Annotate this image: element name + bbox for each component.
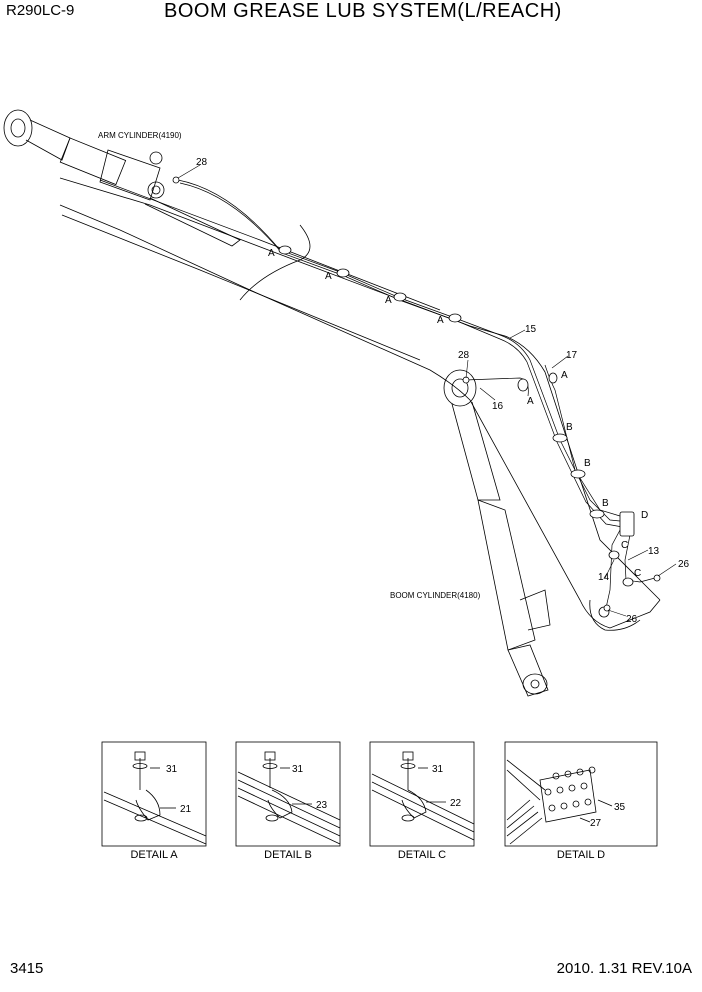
- detail-d-part-2: 27: [590, 818, 602, 829]
- page-number: 3415: [10, 960, 44, 977]
- detail-b-part-2: 23: [316, 800, 328, 811]
- callout-15: 15: [525, 324, 537, 335]
- page-title: BOOM GREASE LUB SYSTEM(L/REACH): [164, 0, 562, 22]
- detail-b-drawing: [235, 741, 341, 847]
- callout-28-boom: 28: [458, 350, 470, 361]
- hose-clamps: [172, 176, 661, 612]
- boom-cylinder: [443, 369, 551, 697]
- view-letter-b-1: B: [566, 422, 573, 433]
- callout-14: 14: [598, 572, 610, 583]
- detail-c-part-1: 31: [432, 764, 444, 775]
- leader-lines: [177, 164, 677, 617]
- callout-26-nose: 26: [626, 614, 638, 625]
- detail-a-part-1: 31: [166, 764, 178, 775]
- callout-26-right: 26: [678, 559, 690, 570]
- view-letter-a-2: A: [325, 271, 332, 282]
- grease-hose-lines: [177, 179, 656, 609]
- arm-cylinder: [3, 109, 241, 247]
- revision-date: 2010. 1.31 REV.10A: [556, 960, 692, 977]
- callout-13: 13: [648, 546, 660, 557]
- detail-b-caption: DETAIL B: [264, 849, 312, 861]
- callout-16: 16: [492, 401, 504, 412]
- detail-d-drawing: [504, 741, 658, 847]
- view-letter-b-3: B: [602, 498, 609, 509]
- callout-17: 17: [566, 350, 578, 361]
- callout-28-arm: 28: [196, 157, 208, 168]
- boom-outline: [59, 177, 661, 631]
- view-letter-c-1: C: [621, 540, 628, 551]
- view-letter-b-2: B: [584, 458, 591, 469]
- view-letter-c-2: C: [634, 568, 641, 579]
- detail-c-caption: DETAIL C: [397, 849, 447, 861]
- detail-d-part-1: 35: [614, 802, 626, 813]
- arm-cylinder-label: ARM CYLINDER(4190): [98, 131, 182, 140]
- view-letter-a-4: A: [437, 315, 444, 326]
- view-letter-d: D: [641, 510, 648, 521]
- view-letter-a-6: A: [561, 370, 568, 381]
- view-letter-a-5: A: [527, 396, 534, 407]
- detail-a-caption: DETAIL A: [130, 849, 178, 861]
- boom-cylinder-label: BOOM CYLINDER(4180): [390, 591, 481, 600]
- detail-d-caption: DETAIL D: [556, 849, 606, 861]
- model-code: R290LC-9: [6, 2, 75, 19]
- detail-a-drawing: [101, 741, 207, 847]
- detail-c-drawing: [369, 741, 475, 847]
- detail-b-part-1: 31: [292, 764, 304, 775]
- detail-c-part-2: 22: [450, 798, 462, 809]
- view-letter-a-1: A: [268, 248, 275, 259]
- view-letter-a-3: A: [385, 295, 392, 306]
- detail-a-part-2: 21: [180, 804, 192, 815]
